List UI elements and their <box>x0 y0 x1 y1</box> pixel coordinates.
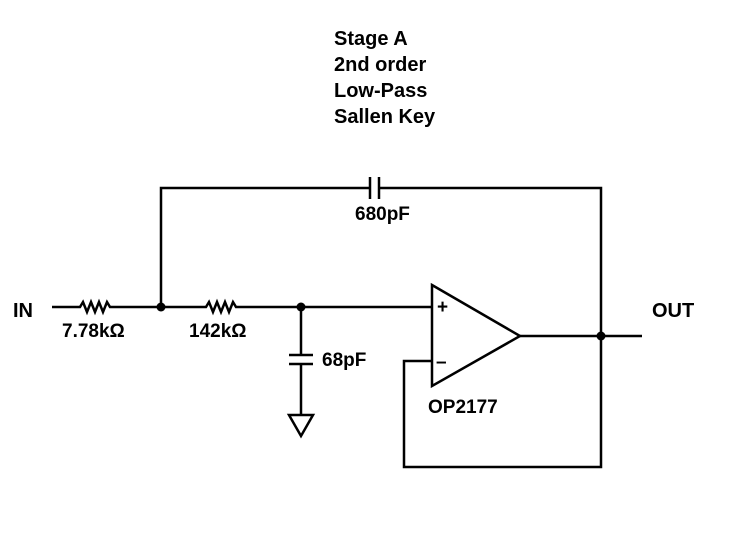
output-label: OUT <box>652 300 694 322</box>
junction-dot-2 <box>296 302 306 312</box>
r2-label: 142kΩ <box>189 321 247 342</box>
minus-sign: – <box>436 352 447 373</box>
wire-negative-feedback <box>402 336 603 469</box>
resistor-r2 <box>161 298 301 316</box>
title-line-4: Sallen Key <box>334 106 436 128</box>
opamp-triangle <box>430 282 523 389</box>
plus-sign: + <box>437 297 448 318</box>
wire-feedback-left <box>159 186 370 307</box>
junction-dot-3 <box>596 331 606 341</box>
wire-feedback-right <box>379 186 603 336</box>
title-line-3: Low-Pass <box>334 80 427 102</box>
junction-dot-1 <box>156 302 166 312</box>
stage-title: Stage A 2nd order Low-Pass Sallen Key <box>334 28 436 128</box>
c-feedback-label: 680pF <box>355 204 410 225</box>
title-line-1: Stage A <box>334 28 408 50</box>
c-ground-label: 68pF <box>322 350 366 371</box>
input-label: IN <box>13 300 33 322</box>
opamp-name: OP2177 <box>428 397 498 418</box>
ground-icon <box>286 413 316 439</box>
r1-label: 7.78kΩ <box>62 321 125 342</box>
title-line-2: 2nd order <box>334 54 426 76</box>
resistor-r1 <box>52 298 161 316</box>
